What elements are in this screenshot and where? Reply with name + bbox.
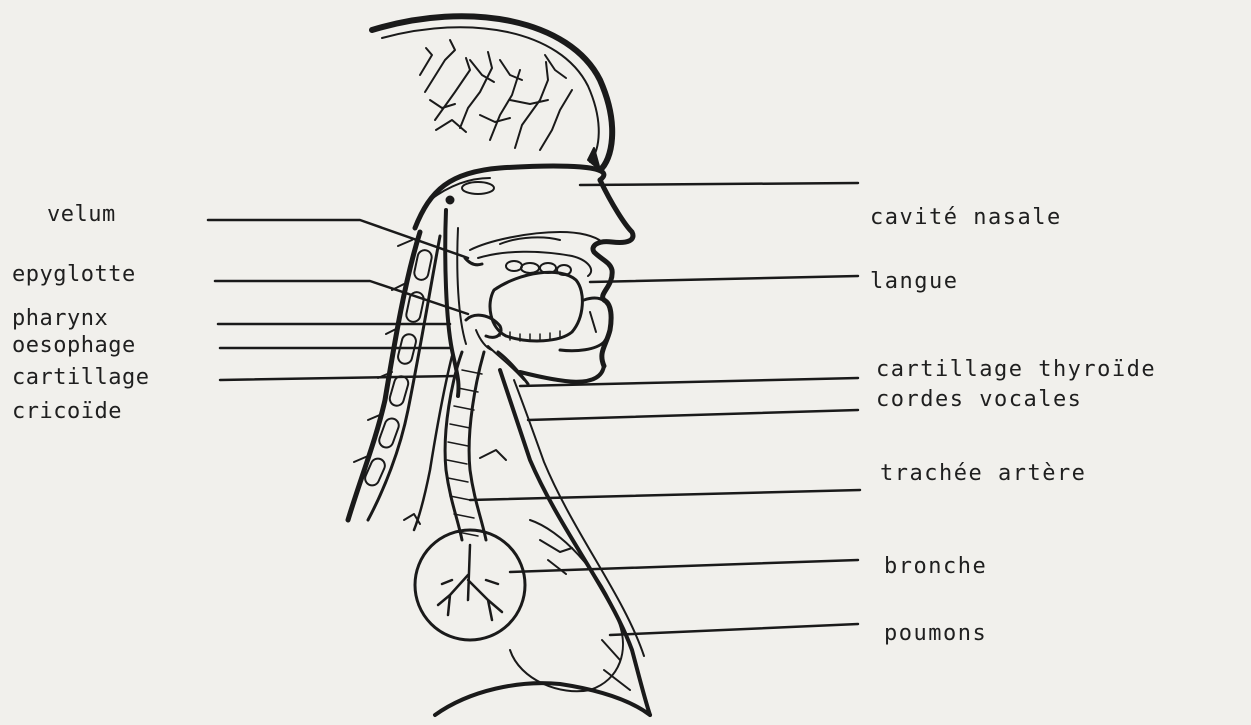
brain-drawing xyxy=(420,40,572,150)
label-cartillage: cartillage xyxy=(12,366,149,390)
leader-trachee-artere xyxy=(470,490,860,500)
tongue xyxy=(490,272,582,341)
face-profile xyxy=(593,180,633,366)
label-langue: langue xyxy=(870,270,958,294)
label-cavite-nasale: cavité nasale xyxy=(870,206,1062,230)
skull-base xyxy=(415,166,604,228)
leader-langue xyxy=(590,276,858,282)
trachea xyxy=(445,352,486,540)
lung-left xyxy=(415,530,525,640)
upper-teeth xyxy=(465,252,591,276)
leader-bronche xyxy=(510,560,858,572)
label-trachee-artere: trachée artère xyxy=(880,462,1086,486)
label-pharynx: pharynx xyxy=(12,307,108,331)
lung-right xyxy=(510,520,630,691)
leader-cartillage-cricoide xyxy=(220,376,456,380)
label-cordes-vocales: cordes vocales xyxy=(876,388,1082,412)
label-bronche: bronche xyxy=(884,555,987,579)
leader-cordes-vocales xyxy=(528,410,858,420)
leader-lines-left xyxy=(208,220,468,380)
skull-outline xyxy=(372,16,612,170)
chest-outline xyxy=(500,370,650,715)
label-cricoide: cricoïde xyxy=(12,400,122,424)
label-epyglotte: epyglotte xyxy=(12,263,136,287)
nasal-cavity xyxy=(470,232,602,250)
label-velum: velum xyxy=(47,203,116,227)
leader-poumons xyxy=(610,624,858,635)
label-cartillage-thyroide: cartillage thyroïde xyxy=(876,358,1156,382)
label-oesophage: oesophage xyxy=(12,334,136,358)
leader-cavite-nasale xyxy=(580,183,858,185)
label-poumons: poumons xyxy=(884,622,987,646)
larynx xyxy=(466,315,528,384)
